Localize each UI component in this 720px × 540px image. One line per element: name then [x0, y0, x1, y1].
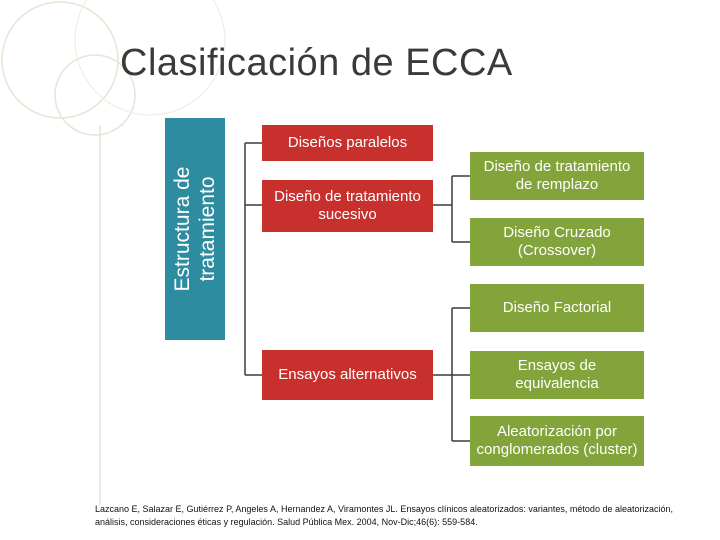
successive-design-node: Diseño de tratamiento sucesivo	[262, 180, 433, 232]
cluster-randomization-node: Aleatorización por conglomerados (cluste…	[470, 416, 644, 466]
replacement-design-node: Diseño de tratamiento de remplazo	[470, 152, 644, 200]
treatment-structure-node: Estructura de tratamiento	[165, 118, 225, 340]
crossover-design-node: Diseño Cruzado (Crossover)	[470, 218, 644, 266]
equivalence-trials-node: Ensayos de equivalencia	[470, 351, 644, 399]
alternative-trials-node: Ensayos alternativos	[262, 350, 433, 400]
treatment-structure-label: Estructura de tratamiento	[170, 124, 220, 334]
parallel-designs-node: Diseños paralelos	[262, 125, 433, 161]
citation-text: Lazcano E, Salazar E, Gutiérrez P, Angel…	[95, 503, 695, 529]
factorial-design-node: Diseño Factorial	[470, 284, 644, 332]
